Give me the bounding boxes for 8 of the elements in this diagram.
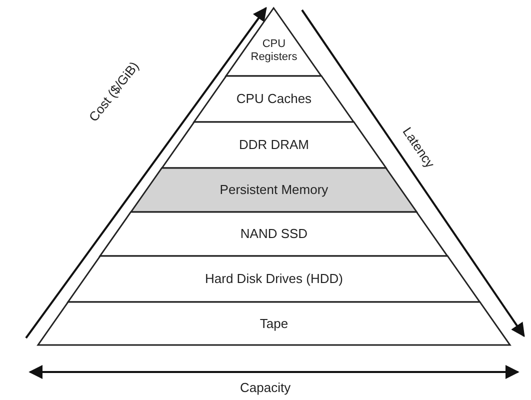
tier-label: CPU Registers <box>250 38 298 64</box>
tier-label: Persistent Memory <box>218 183 330 197</box>
axis-label: Capacity <box>240 380 291 395</box>
tier-label: Tape <box>258 316 290 330</box>
tier-label: CPU Caches <box>235 92 313 106</box>
tier-label: NAND SSD <box>239 227 309 241</box>
tier-label: DDR DRAM <box>238 138 310 152</box>
tier-label: Hard Disk Drives (HDD) <box>204 272 344 286</box>
